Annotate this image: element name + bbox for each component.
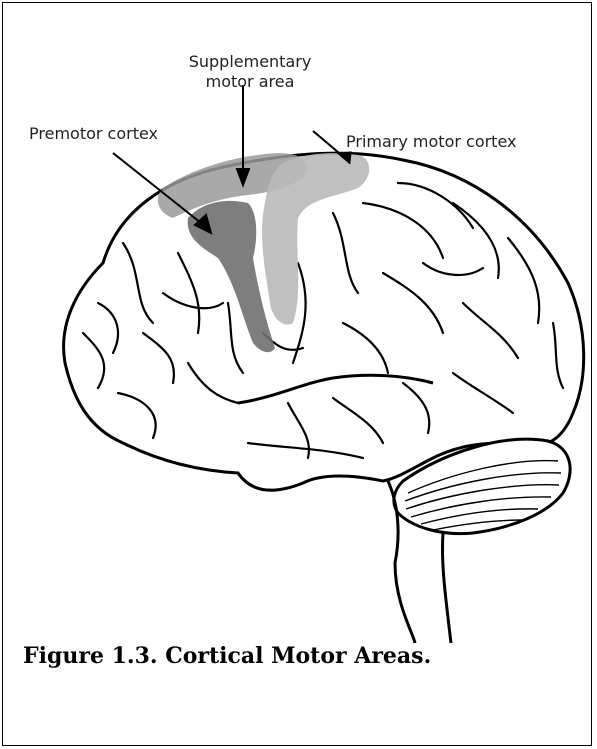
label-supplementary-line2: motor area (206, 72, 295, 91)
label-primary-motor-cortex: Primary motor cortex (346, 132, 516, 151)
brain-diagram: Supplementary motor area Primary motor c… (3, 3, 593, 747)
figure-caption: Figure 1.3. Cortical Motor Areas. (23, 643, 431, 669)
label-premotor-cortex: Premotor cortex (29, 124, 158, 143)
label-supplementary-line1: Supplementary (189, 52, 312, 71)
